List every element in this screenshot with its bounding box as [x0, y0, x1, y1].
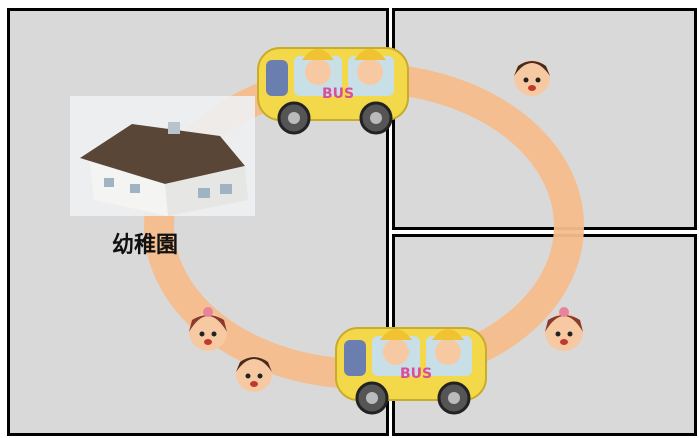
- boy-icon: [514, 60, 550, 96]
- girl-icon: [189, 307, 227, 351]
- bus-text: BUS: [322, 86, 354, 102]
- top-right-panel: [392, 8, 697, 230]
- bus-text: BUS: [400, 366, 432, 382]
- house-icon: [70, 96, 255, 216]
- boy-icon: [236, 356, 272, 392]
- girl-icon: [545, 307, 583, 351]
- kindergarten-label: 幼稚園: [112, 232, 178, 258]
- school-bus-icon: BUS: [335, 327, 487, 415]
- school-bus-icon: BUS: [257, 47, 409, 135]
